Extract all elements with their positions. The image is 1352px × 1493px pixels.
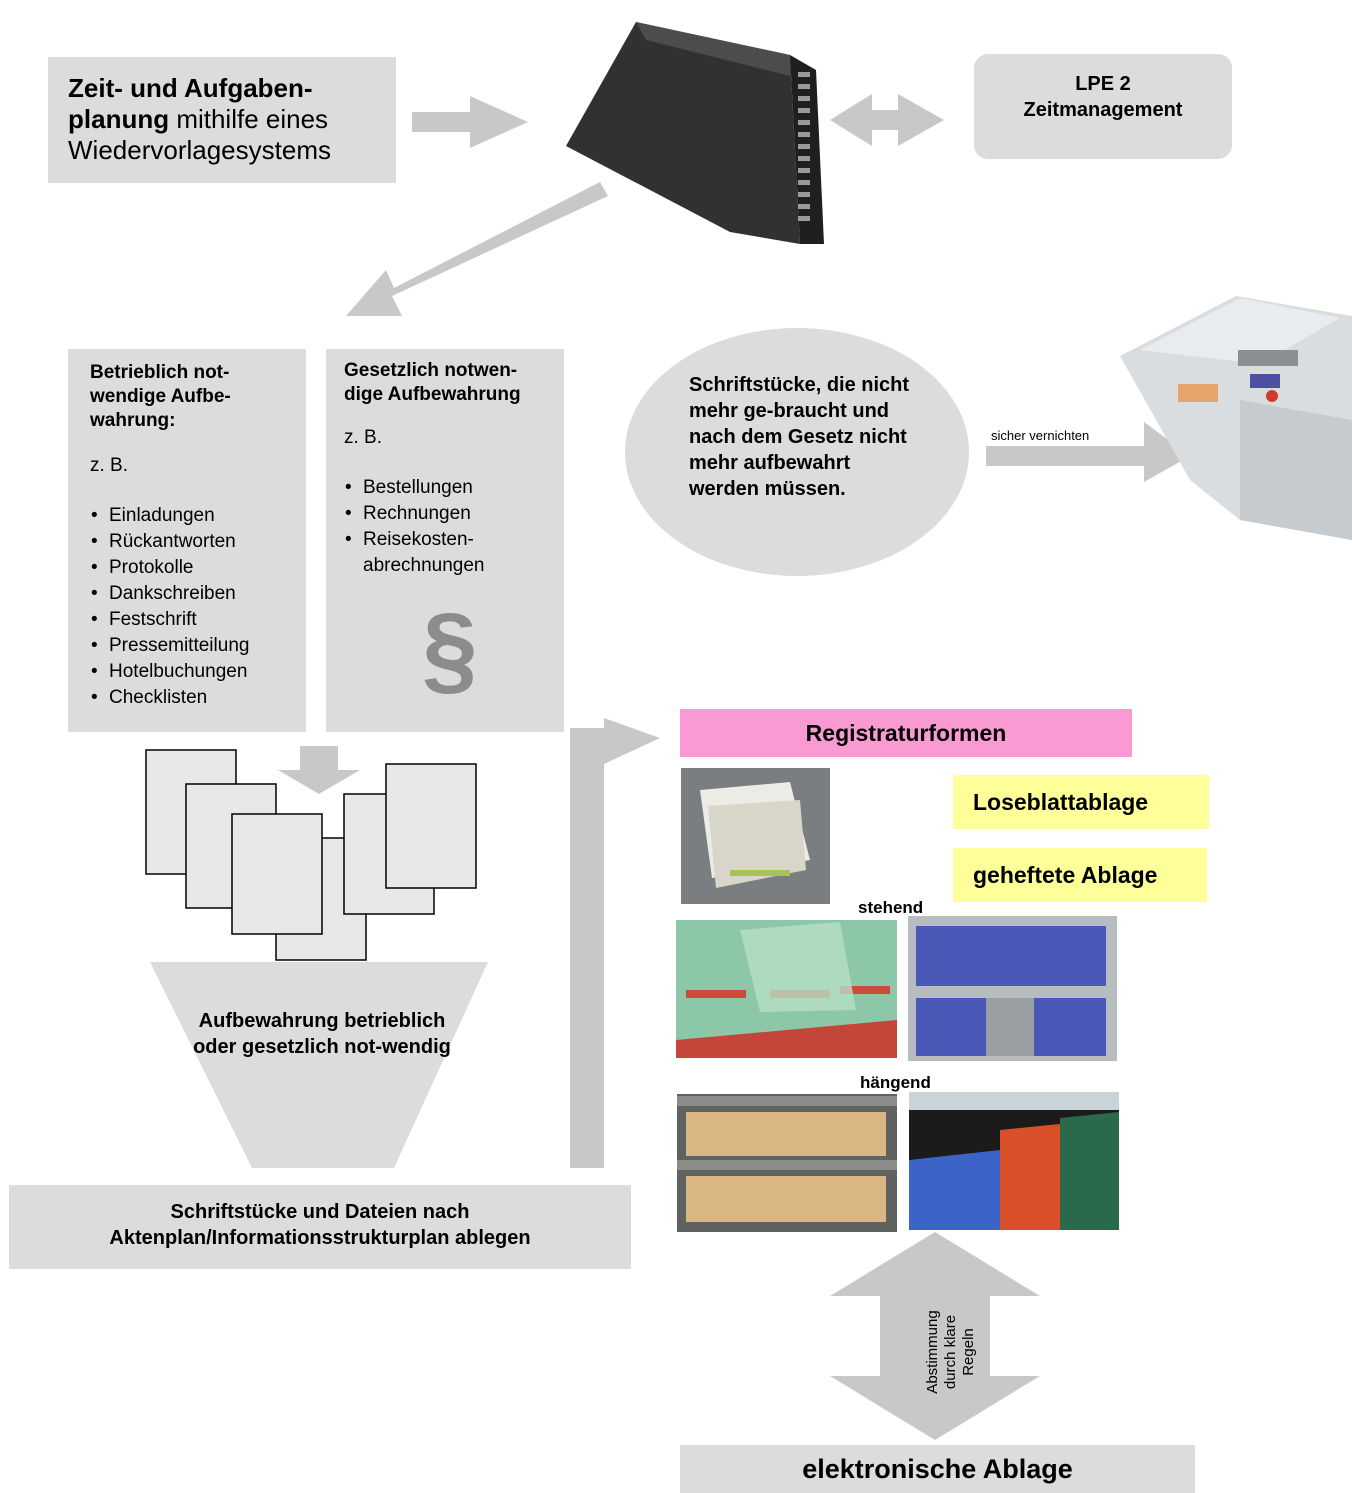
abstimmung-label: Abstimmung durch klare Regeln xyxy=(906,1287,996,1417)
funnel-text: Aufbewahrung betrieblich oder gesetzlich… xyxy=(193,1010,451,1058)
list-item: Pressemitteilung xyxy=(90,633,290,659)
zeitplanung-rest: mithilfe eines Wiedervorlagesystems xyxy=(68,104,331,165)
abstimmung-line1: Abstimmung xyxy=(924,1310,941,1394)
list-item: Dankschreiben xyxy=(90,581,290,607)
elektronische-ablage-box: elektronische Ablage xyxy=(680,1445,1195,1493)
geheftete-ablage-label: geheftete Ablage xyxy=(953,848,1207,902)
arrow-down-papers xyxy=(278,746,360,794)
double-arrow-vertical xyxy=(830,1232,1040,1440)
loseblattablage-label: Loseblattablage xyxy=(953,775,1209,829)
photo-haengend-2 xyxy=(909,1092,1119,1230)
list-item: Einladungen xyxy=(90,503,290,529)
photo-stehend-2 xyxy=(908,916,1117,1061)
list-item: Rückantworten xyxy=(90,529,290,555)
abstimmung-line3: Regeln xyxy=(960,1328,977,1376)
haengend-label: hängend xyxy=(860,1073,931,1092)
betrieblich-box: Betrieblich not-wendige Aufbe-wahrung: z… xyxy=(68,349,306,732)
ablegen-line2: Aktenplan/Informationsstrukturplan ableg… xyxy=(109,1227,531,1249)
list-item: Protokolle xyxy=(90,555,290,581)
list-item: Hotelbuchungen xyxy=(90,659,290,685)
arrow-vernichten xyxy=(986,422,1190,482)
list-item: Checklisten xyxy=(90,685,290,711)
paper-stack-illustration xyxy=(145,749,477,961)
binder-illustration xyxy=(566,22,824,244)
oval-text: Schriftstücke, die nicht mehr ge-braucht… xyxy=(689,374,910,500)
ablegen-box: Schriftstücke und Dateien nach Aktenplan… xyxy=(9,1185,631,1269)
betrieblich-zb: z. B. xyxy=(90,455,129,476)
gesetzlich-zb: z. B. xyxy=(344,427,383,448)
abstimmung-line2: durch klare xyxy=(942,1314,959,1390)
zeitplanung-box: Zeit- und Aufgaben-planung mithilfe eine… xyxy=(48,57,396,183)
betrieblich-list: Einladungen Rückantworten Protokolle Dan… xyxy=(90,503,290,711)
vernichten-label: sicher vernichten xyxy=(991,428,1090,443)
funnel xyxy=(150,962,488,1168)
gesetzlich-list: Bestellungen Rechnungen Reisekosten-abre… xyxy=(344,475,548,579)
stehend-label: stehend xyxy=(858,898,924,917)
list-item: Rechnungen xyxy=(344,501,548,527)
photo-stehend-1 xyxy=(676,920,897,1058)
zeitplanung-bold: Zeit- und Aufgaben-planung xyxy=(68,73,313,134)
paragraph-symbol: § xyxy=(422,593,478,705)
photo-loseblatt xyxy=(681,768,830,904)
vernichten-oval: Schriftstücke, die nicht mehr ge-braucht… xyxy=(625,328,969,576)
lpe-box: LPE 2 Zeitmanagement xyxy=(974,54,1232,159)
registraturformen-header: Registraturformen xyxy=(680,709,1132,757)
arrow-right-1 xyxy=(412,96,528,148)
lpe-line2: Zeitmanagement xyxy=(1023,99,1183,121)
ablegen-line1: Schriftstücke und Dateien nach xyxy=(170,1201,470,1223)
list-item: Bestellungen xyxy=(344,475,548,501)
betrieblich-title: Betrieblich not-wendige Aufbe-wahrung: xyxy=(90,362,231,431)
lpe-line1: LPE 2 xyxy=(1075,73,1131,95)
gesetzlich-box: Gesetzlich notwen-dige Aufbewahrung z. B… xyxy=(326,349,564,732)
list-item: Festschrift xyxy=(90,607,290,633)
double-arrow-lpe xyxy=(830,94,944,146)
shredder-illustration xyxy=(1120,296,1352,540)
list-item: Reisekosten-abrechnungen xyxy=(344,527,513,579)
gesetzlich-title: Gesetzlich notwen-dige Aufbewahrung xyxy=(344,360,521,405)
photo-haengend-1 xyxy=(677,1094,897,1232)
arrow-diagonal xyxy=(346,182,608,316)
